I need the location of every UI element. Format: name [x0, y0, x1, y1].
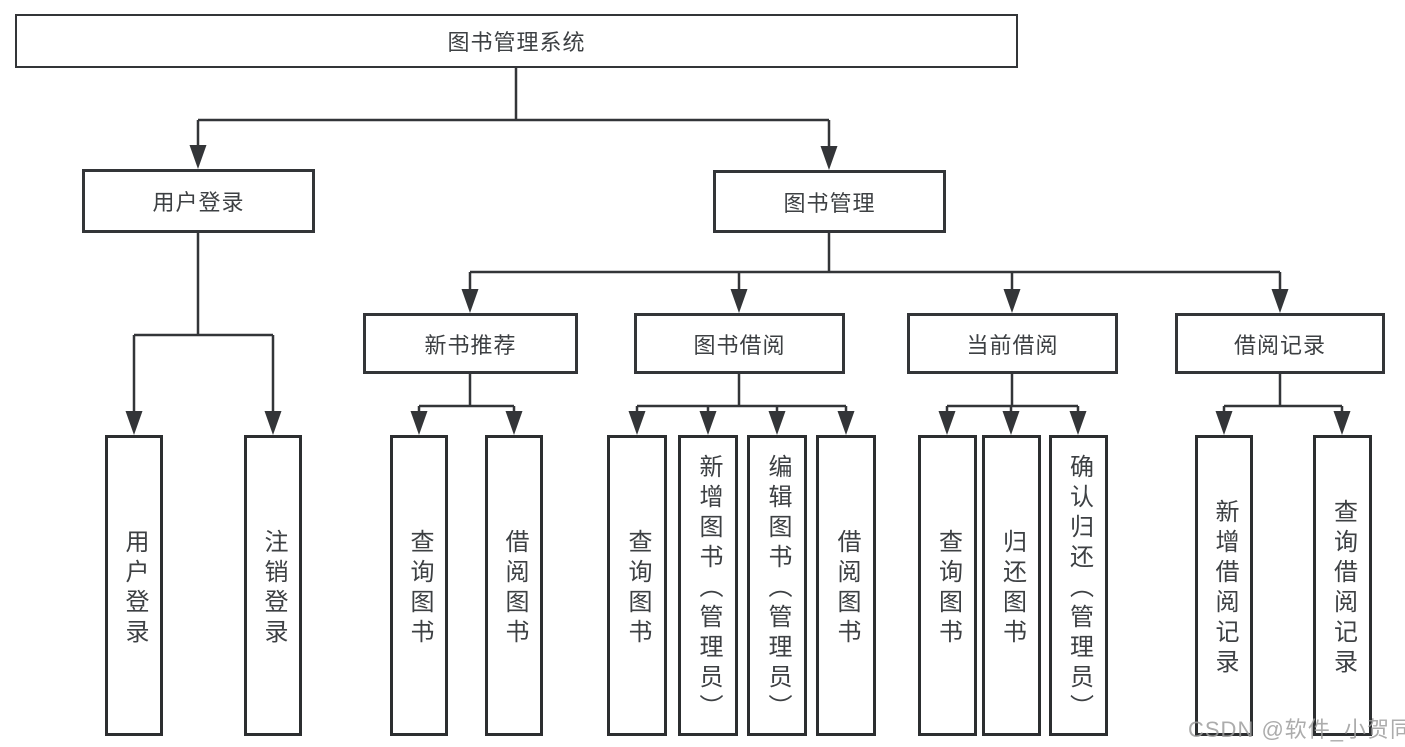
node-current-borrowing: 当前借阅	[907, 313, 1118, 374]
node-book-borrowing: 图书借阅	[634, 313, 845, 374]
node-user-login: 用户登录	[82, 169, 315, 233]
leaf-add-books-admin: 新增图书（管理员）	[678, 435, 738, 736]
leaf-add-borrow-record: 新增借阅记录	[1195, 435, 1253, 736]
node-new-book-recommendation: 新书推荐	[363, 313, 578, 374]
leaf-user-login: 用户登录	[105, 435, 163, 736]
leaf-borrow-books-borrowing: 借阅图书	[816, 435, 876, 736]
watermark: CSDN @软件_小贺同学	[1188, 717, 1405, 742]
leaf-query-books-borrowing: 查询图书	[607, 435, 667, 736]
leaf-logout: 注销登录	[244, 435, 302, 736]
node-book-management: 图书管理	[713, 170, 946, 233]
node-borrowing-records: 借阅记录	[1175, 313, 1385, 374]
leaf-query-borrow-record: 查询借阅记录	[1313, 435, 1372, 736]
node-library-management-system: 图书管理系统	[15, 14, 1018, 68]
leaf-confirm-return-admin: 确认归还（管理员）	[1049, 435, 1108, 736]
leaf-query-books-current: 查询图书	[918, 435, 977, 736]
leaf-edit-books-admin: 编辑图书（管理员）	[747, 435, 807, 736]
leaf-return-books: 归还图书	[982, 435, 1041, 736]
leaf-query-books-recommend: 查询图书	[390, 435, 448, 736]
leaf-borrow-books-recommend: 借阅图书	[485, 435, 543, 736]
